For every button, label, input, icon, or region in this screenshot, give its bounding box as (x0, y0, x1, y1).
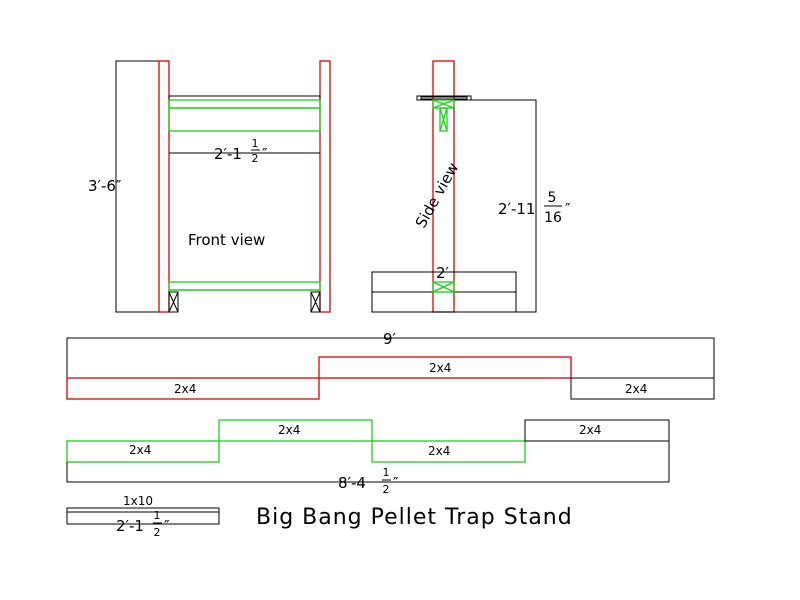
shelf-board-length: 2′-1 1 2 ″ (116, 509, 170, 539)
front-height-dimension-line (115, 60, 159, 313)
svg-text:2: 2 (252, 152, 259, 165)
front-top-brace (168, 99, 321, 109)
side-bottom-block (432, 281, 455, 293)
board-1-piece-1 (66, 377, 320, 400)
front-width-dimension: 2′-1 1 2 ″ (214, 137, 268, 165)
front-right-foot-block (310, 291, 321, 313)
board-2-length-line (66, 441, 670, 483)
front-left-leg (158, 60, 170, 313)
side-height-dimension: 2′-11 5 16 ″ (498, 190, 571, 226)
svg-text:2: 2 (154, 526, 161, 539)
front-right-leg (319, 60, 331, 313)
board-2-offcut (524, 419, 670, 442)
svg-text:1: 1 (383, 466, 390, 479)
cut-board-9ft: 9′ 2x4 2x4 2x4 (66, 330, 715, 400)
side-base-lower (371, 291, 517, 313)
board-2-piece-1-label: 2x4 (129, 443, 151, 457)
svg-text:5: 5 (548, 190, 557, 206)
board-2-piece-3-label: 2x4 (428, 444, 450, 458)
side-base-dimension: 2′ (436, 264, 450, 282)
svg-text:″: ″ (164, 517, 170, 535)
side-view-label: Side view (412, 159, 463, 230)
board-1-length: 9′ (383, 330, 397, 348)
svg-text:1: 1 (252, 137, 259, 150)
board-2-piece-1 (66, 440, 220, 463)
board-1-length-line (66, 337, 715, 378)
front-left-foot-block (168, 291, 179, 313)
front-bottom-brace (168, 281, 321, 291)
board-1-piece-1-label: 2x4 (174, 382, 196, 396)
svg-text:″: ″ (565, 200, 571, 218)
board-1-piece-2-label: 2x4 (429, 361, 451, 375)
svg-text:16: 16 (544, 210, 562, 226)
board-2-piece-2 (218, 419, 373, 442)
svg-text:″: ″ (393, 474, 399, 492)
board-1-offcut (570, 377, 715, 400)
board-2-length: 8′-4 1 2 ″ (338, 466, 399, 496)
svg-text:2: 2 (383, 483, 390, 496)
front-top-apron (168, 107, 321, 132)
board-1-offcut-label: 2x4 (625, 382, 647, 396)
front-height-dimension: 3′-6″ (88, 177, 122, 195)
side-height-dimension-line (471, 99, 537, 313)
svg-text:2′-1: 2′-1 (214, 145, 242, 163)
shelf-board: 1x10 2′-1 1 2 ″ (66, 494, 220, 539)
front-view-label: Front view (188, 231, 265, 249)
board-2-piece-2-label: 2x4 (278, 423, 300, 437)
side-top-apron-block (439, 107, 448, 132)
board-1-piece-2 (318, 356, 572, 379)
svg-text:8′-4: 8′-4 (338, 474, 366, 492)
svg-text:2′-1: 2′-1 (116, 517, 144, 535)
cut-board-8ft: 2x4 2x4 2x4 2x4 8′-4 1 2 ″ (66, 419, 670, 496)
front-view: 3′-6″ 2′-1 1 2 ″ Front view (88, 60, 331, 313)
svg-text:″: ″ (262, 145, 268, 163)
svg-text:2′-11: 2′-11 (498, 200, 535, 218)
shelf-board-outline (66, 507, 220, 525)
board-2-piece-3 (371, 440, 526, 463)
shelf-board-label: 1x10 (123, 494, 153, 508)
drawing-title: Big Bang Pellet Trap Stand (256, 505, 573, 530)
side-view: 2′-11 5 16 ″ Side view 2′ (371, 60, 571, 313)
board-2-offcut-label: 2x4 (579, 423, 601, 437)
svg-text:1: 1 (154, 509, 161, 522)
